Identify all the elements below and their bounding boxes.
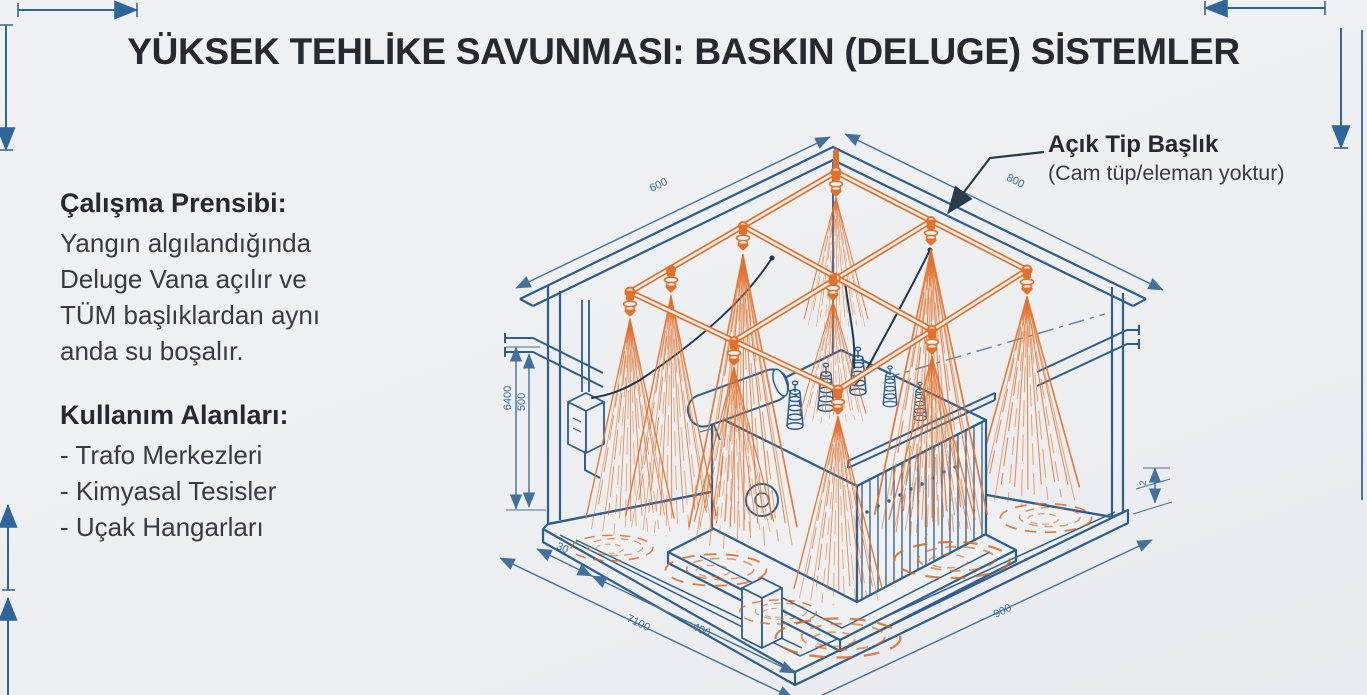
callout-title: Açık Tip Başlık (1048, 131, 1219, 158)
principle-line: Deluge Vana açılır ve (60, 264, 307, 294)
dim-floor-right: 900 (992, 602, 1014, 621)
leader-arrow (947, 150, 1045, 215)
callout-subtitle: (Cam tüp/eleman yoktur) (1048, 161, 1285, 185)
dim-floor-offset: 30 (554, 540, 570, 556)
usage-block: Kullanım Alanları: - Trafo Merkezleri - … (60, 400, 440, 545)
dim-floor-inner-line (591, 575, 796, 674)
dim-ceiling-left-line (515, 136, 831, 289)
dim-slab-thickness (1132, 467, 1173, 515)
dim-floor-right-line (820, 539, 1153, 695)
dim-wall-height: 6400 (502, 386, 514, 410)
wall-pipe-right (1036, 325, 1140, 387)
usage-item: - Trafo Merkezleri (60, 440, 263, 470)
principle-block: Çalışma Prensibi: Yangın algılandığında … (60, 188, 440, 369)
dim-ceiling-right-line (844, 133, 1164, 291)
dim-floor-total: 7100 (625, 613, 652, 634)
dim-wall-inner: 500 (516, 393, 528, 411)
usage-item: - Kimyasal Tesisler (60, 476, 277, 506)
sprinkler-callout: Açık Tip Başlık (Cam tüp/eleman yoktur) (1048, 131, 1367, 186)
deluge-valve-box (567, 300, 605, 479)
page-title: YÜKSEK TEHLİKE SAVUNMASI: BASKIN (DELUGE… (127, 31, 1240, 72)
usage-item: - Uçak Hangarları (60, 512, 264, 542)
principle-line: Yangın algılandığında (60, 228, 312, 258)
detection-cable (844, 281, 856, 369)
right-wall-edge (1110, 287, 1125, 517)
dimension-lines (499, 133, 1173, 695)
principle-line: TÜM başlıklardan aynı (60, 300, 321, 330)
usage-heading: Kullanım Alanları: (60, 400, 289, 430)
dim-ceiling-right: 800 (1004, 172, 1026, 191)
principle-line: anda su boşalır. (60, 336, 244, 366)
dim-slab-thickness-label: 2 (1138, 480, 1149, 485)
dim-ceiling-left: 600 (648, 176, 670, 195)
spray-cone (973, 296, 1081, 506)
principle-heading: Çalışma Prensibi: (60, 188, 287, 218)
left-wall-edge (546, 285, 562, 524)
